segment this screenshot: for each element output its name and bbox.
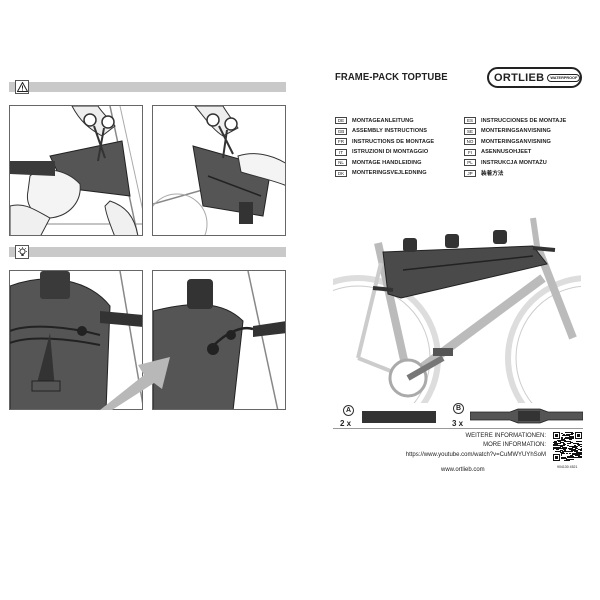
brand-logo: ORTLIEB WATERPROOF <box>487 67 582 88</box>
language-label: MONTERINGSANVISNING <box>481 138 551 145</box>
video-url-link[interactable]: https://www.youtube.com/watch?v=CuMWYUYh… <box>405 452 546 458</box>
step-panel-2 <box>152 105 286 236</box>
language-entry: ES INSTRUCCIONES DE MONTAJE <box>464 116 566 125</box>
language-label: INSTRUCCIONES DE MONTAJE <box>481 117 567 124</box>
part-a-label: A <box>343 405 354 416</box>
language-entry: DE MONTAGEANLEITUNG <box>335 116 414 125</box>
language-code: FI <box>464 148 476 156</box>
language-entry: FI ASENNUSOHJEET <box>464 148 531 157</box>
language-code: FR <box>335 138 347 145</box>
language-entry: GB ASSEMBLY INSTRUCTIONS <box>335 127 427 136</box>
warning-triangle-icon <box>15 80 29 94</box>
divider <box>333 428 583 429</box>
direction-arrow-icon <box>100 357 170 410</box>
language-code: DE <box>335 117 347 124</box>
language-label: ASENNUSOHJEET <box>481 149 532 155</box>
bike-illustration <box>333 217 581 403</box>
language-label: MONTAGE HANDLEIDING <box>352 159 422 166</box>
language-code: NO <box>464 138 476 145</box>
language-label: ASSEMBLY INSTRUCTIONS <box>352 128 428 134</box>
part-b-velcro-strap <box>470 408 583 424</box>
language-label: ISTRUZIONI DI MONTAGGIO <box>352 149 429 155</box>
language-entry: IT ISTRUZIONI DI MONTAGGIO <box>335 148 428 157</box>
language-code: DK <box>335 169 347 177</box>
document-code: 904130 4521 <box>557 465 578 469</box>
warning-bar <box>9 82 286 92</box>
brand-name: ORTLIEB <box>494 71 545 84</box>
waterproof-badge: WATERPROOF <box>547 73 581 82</box>
language-code: ES <box>464 117 476 124</box>
language-code: NL <box>335 159 347 166</box>
step-4-illustration <box>153 271 285 409</box>
step-panel-4 <box>152 270 286 410</box>
part-b-label: B <box>453 403 464 414</box>
language-label: INSTRUKCJA MONTAŻU <box>481 159 547 166</box>
part-a-strap <box>362 411 436 423</box>
language-entry: DK MONTERINGSVEJLEDNING <box>335 169 427 178</box>
language-entry: PL INSTRUKCJA MONTAŻU <box>464 158 547 167</box>
language-code: IT <box>335 148 347 156</box>
step-panel-1 <box>9 105 143 236</box>
part-b-quantity: 3 x <box>452 419 464 428</box>
language-code: PL <box>464 159 476 166</box>
language-entry: NO MONTERINGSANVISNING <box>464 137 551 146</box>
language-label: MONTERINGSVEJLEDNING <box>352 170 427 176</box>
tip-bar <box>9 247 286 257</box>
language-code: SE <box>464 127 476 135</box>
step-panel-3 <box>9 270 143 410</box>
language-entry: SE MONTERINGSANVISNING <box>464 127 551 136</box>
step-2-illustration <box>153 106 285 235</box>
language-label: INSTRUCTIONS DE MONTAGE <box>352 138 435 145</box>
lightbulb-icon <box>15 245 29 259</box>
info-label-en: MORE INFORMATION: <box>483 442 546 448</box>
language-label: MONTERINGSANVISNING <box>481 128 551 134</box>
step-3-illustration <box>10 271 142 409</box>
website-link[interactable]: www.ortlieb.com <box>441 467 485 473</box>
language-code: JP <box>464 169 476 177</box>
product-title: FRAME-PACK TOPTUBE <box>335 72 448 83</box>
qr-code-icon <box>553 432 582 461</box>
language-entry: NL MONTAGE HANDLEIDING <box>335 158 422 167</box>
info-label-de: WEITERE INFORMATIONEN: <box>465 433 546 439</box>
language-entry: JP 装着方法 <box>464 169 504 178</box>
language-code: GB <box>335 127 347 135</box>
step-1-illustration <box>10 106 142 235</box>
language-label: 装着方法 <box>481 171 504 177</box>
part-a-quantity: 2 x <box>340 419 352 428</box>
language-entry: FR INSTRUCTIONS DE MONTAGE <box>335 137 434 146</box>
language-label: MONTAGEANLEITUNG <box>352 117 414 124</box>
